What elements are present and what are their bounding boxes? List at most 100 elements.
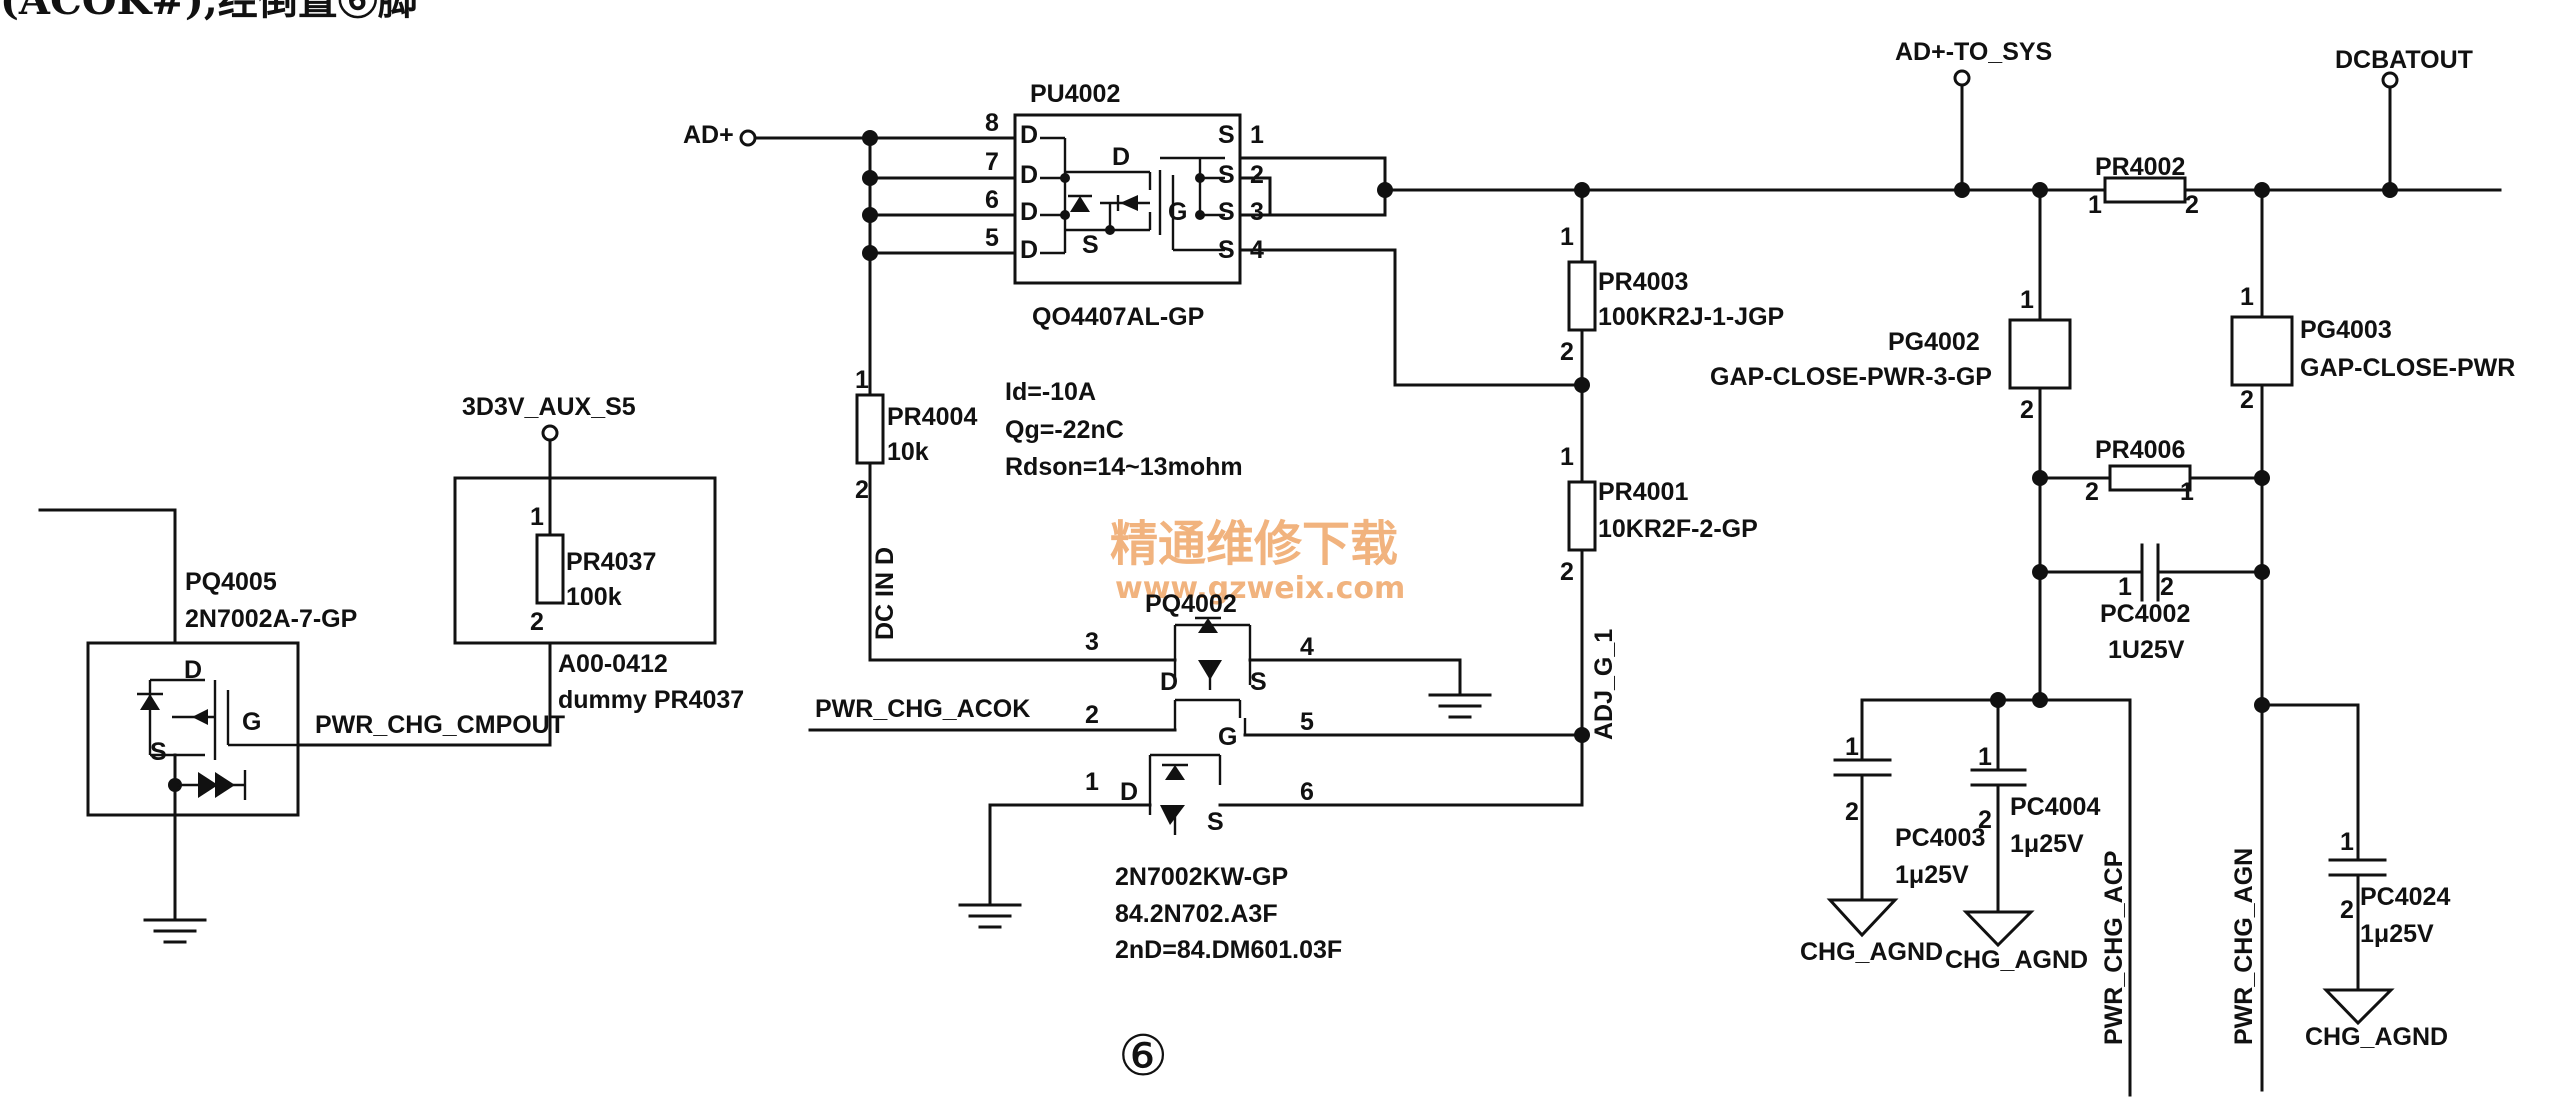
- pu4002-ref: PU4002: [1030, 80, 1120, 108]
- net-label-adj-g1: ADJ_G_1: [1590, 629, 1618, 740]
- pr4001-pin-2: 2: [1560, 558, 1574, 586]
- pq4005-s: S: [150, 738, 167, 766]
- acp-node: PWR_CHG_ACP: [1860, 692, 2132, 1097]
- agnd-label-2: CHG_AGND: [1945, 946, 2088, 974]
- pg4003: 1 2 PG4003 GAP-CLOSE-PWR: [2230, 188, 2515, 1092]
- pq4002-ref: PQ4002: [1145, 590, 1237, 618]
- net-label-ad-plus: AD+: [683, 121, 734, 149]
- net-label-dcbatout: DCBATOUT: [2335, 46, 2473, 74]
- net-ad-plus: AD+: [683, 121, 1017, 149]
- watermark-title: 精通维修下载: [1110, 516, 1398, 572]
- pu4002-pin-6: 6: [985, 186, 999, 214]
- pu4002-pin-8-name: D: [1020, 121, 1038, 149]
- pc4004-pin-1: 1: [1978, 743, 1992, 771]
- pr4037-ref: PR4037: [566, 548, 656, 576]
- pc4004-ref: PC4004: [2010, 793, 2100, 821]
- connector-aux-s5: [541, 424, 559, 442]
- pc4003-pin-2: 2: [1845, 798, 1859, 826]
- agnd-label-1: CHG_AGND: [1800, 938, 1943, 966]
- net-label-aux-s5: 3D3V_AUX_S5: [462, 393, 636, 421]
- pr4003-value: 100KR2J-1-JGP: [1598, 303, 1784, 331]
- pu4002-specs: Id=-10A Qg=-22nC Rdson=14~13mohm: [1005, 378, 1243, 481]
- net-label-dc-in-d: DC IN D: [871, 547, 899, 640]
- pr4001-value: 10KR2F-2-GP: [1598, 515, 1758, 543]
- pq4002-lower-d: D: [1120, 778, 1138, 806]
- pr4004: 1 2 PR4004 10k DC IN D: [855, 251, 1147, 662]
- pr4037-pin-2: 2: [530, 608, 544, 636]
- pr4006-ref: PR4006: [2095, 436, 2185, 464]
- header-text: (ACOK#),经倒置⑥脚: [0, 0, 418, 24]
- spec-id: Id=-10A: [1005, 378, 1096, 406]
- pu4002-pin-2-name: S: [1218, 161, 1235, 189]
- pu4002-pin-3: 3: [1250, 198, 1264, 226]
- pg4002-value: GAP-CLOSE-PWR-3-GP: [1710, 363, 1992, 391]
- pc4024-value: 1μ25V: [2360, 920, 2434, 948]
- pr4002-ref: PR4002: [2095, 153, 2185, 181]
- pg4003-pin-1: 1: [2240, 283, 2254, 311]
- pc4024-pin-1: 1: [2340, 828, 2354, 856]
- circled-number: ⑥: [1118, 1024, 1168, 1089]
- pu4002-part: QO4407AL-GP: [1032, 303, 1204, 331]
- pc4004: 1 2 PC4004 1μ25V CHG_AGND: [1945, 698, 2100, 974]
- pc4024-pin-2: 2: [2340, 896, 2354, 924]
- pg4002-pin-2: 2: [2020, 396, 2034, 424]
- pg4003-value: GAP-CLOSE-PWR: [2300, 354, 2515, 382]
- pu4002-inner-g: G: [1168, 198, 1187, 226]
- pq4005-ref: PQ4005: [185, 568, 277, 596]
- pq4002-pin-4: 4: [1300, 633, 1314, 661]
- connector-ad-to-sys: [1953, 69, 1971, 87]
- pu4002-pin-3-name: S: [1218, 198, 1235, 226]
- pu4002-pin-8: 8: [985, 109, 999, 137]
- pr4004-pin-2: 2: [855, 476, 869, 504]
- pq4002-lower-s: S: [1207, 808, 1224, 836]
- pr4002-pin-1: 1: [2088, 191, 2102, 219]
- pr4037-note2: dummy PR4037: [558, 686, 744, 714]
- pr4002: PR4002 1 2: [2032, 153, 2270, 219]
- pc4004-value: 1μ25V: [2010, 830, 2084, 858]
- pr4004-pin-1: 1: [855, 366, 869, 394]
- net-cmpout: PWR_CHG_CMPOUT: [296, 598, 565, 747]
- pr4001-ref: PR4001: [1598, 478, 1688, 506]
- pu4002-pin-2: 2: [1250, 161, 1264, 189]
- pu4002-pin-6-name: D: [1020, 198, 1038, 226]
- pc4003-ref: PC4003: [1895, 824, 1985, 852]
- pq4002-pin-5: 5: [1300, 708, 1314, 736]
- pq4002-upper-g: G: [1218, 723, 1237, 751]
- net-ad-to-sys: AD+-TO_SYS: [1895, 38, 2052, 198]
- pu4002-pin-1-name: S: [1218, 121, 1235, 149]
- pq4002: PQ4002 D S G D S: [808, 590, 1590, 964]
- pq4002-line3: 2nD=84.DM601.03F: [1115, 936, 1342, 964]
- pr4004-value: 10k: [887, 438, 929, 466]
- pu4002: PU4002 8 7 6 5 D D D D D S G: [862, 80, 2502, 387]
- pq4002-upper-d: D: [1160, 668, 1178, 696]
- acn-node: PWR_CHG_AGN: [2230, 697, 2360, 1045]
- connector-dcbatout: [2381, 71, 2399, 89]
- pr4037-note1: A00-0412: [558, 650, 668, 678]
- pc4004-pin-2: 2: [1978, 806, 1992, 834]
- pu4002-inner-s: S: [1082, 231, 1099, 259]
- pq4005-d: D: [184, 656, 202, 684]
- pq4002-part: 2N7002KW-GP: [1115, 863, 1288, 891]
- net-label-acok: PWR_CHG_ACOK: [815, 695, 1030, 723]
- pq4005-g: G: [242, 708, 261, 736]
- pr4003-ref: PR4003: [1598, 268, 1688, 296]
- pq4002-line2: 84.2N702.A3F: [1115, 900, 1278, 928]
- pc4003: 1 2 PC4003 1μ25V CHG_AGND: [1800, 698, 1985, 966]
- spec-rdson: Rdson=14~13mohm: [1005, 453, 1243, 481]
- pq4005-part: 2N7002A-7-GP: [185, 605, 357, 633]
- net-label-acn: PWR_CHG_AGN: [2230, 848, 2258, 1045]
- pr4037: 3D3V_AUX_S5 1 2 PR4037 100k A00-0412 dum…: [453, 393, 744, 714]
- watermark-url: www.gzweix.com: [1115, 571, 1405, 606]
- pq4002-pin-2: 2: [1085, 701, 1099, 729]
- pr4001: 1 2 PR4001 10KR2F-2-GP ADJ_G_1: [1560, 383, 1758, 807]
- spec-qg: Qg=-22nC: [1005, 416, 1124, 444]
- pr4001-pin-1: 1: [1560, 443, 1574, 471]
- pc4002-pin-2: 2: [2160, 573, 2174, 601]
- pq4005: PQ4005 2N7002A-7-GP D S G: [38, 508, 357, 944]
- pu4002-inner-d: D: [1112, 143, 1130, 171]
- pg4003-ref: PG4003: [2300, 316, 2392, 344]
- pc4002: 1 2 PC4002 1U25V: [2032, 543, 2270, 664]
- pc4024-ref: PC4024: [2360, 883, 2450, 911]
- pu4002-pin-5: 5: [985, 224, 999, 252]
